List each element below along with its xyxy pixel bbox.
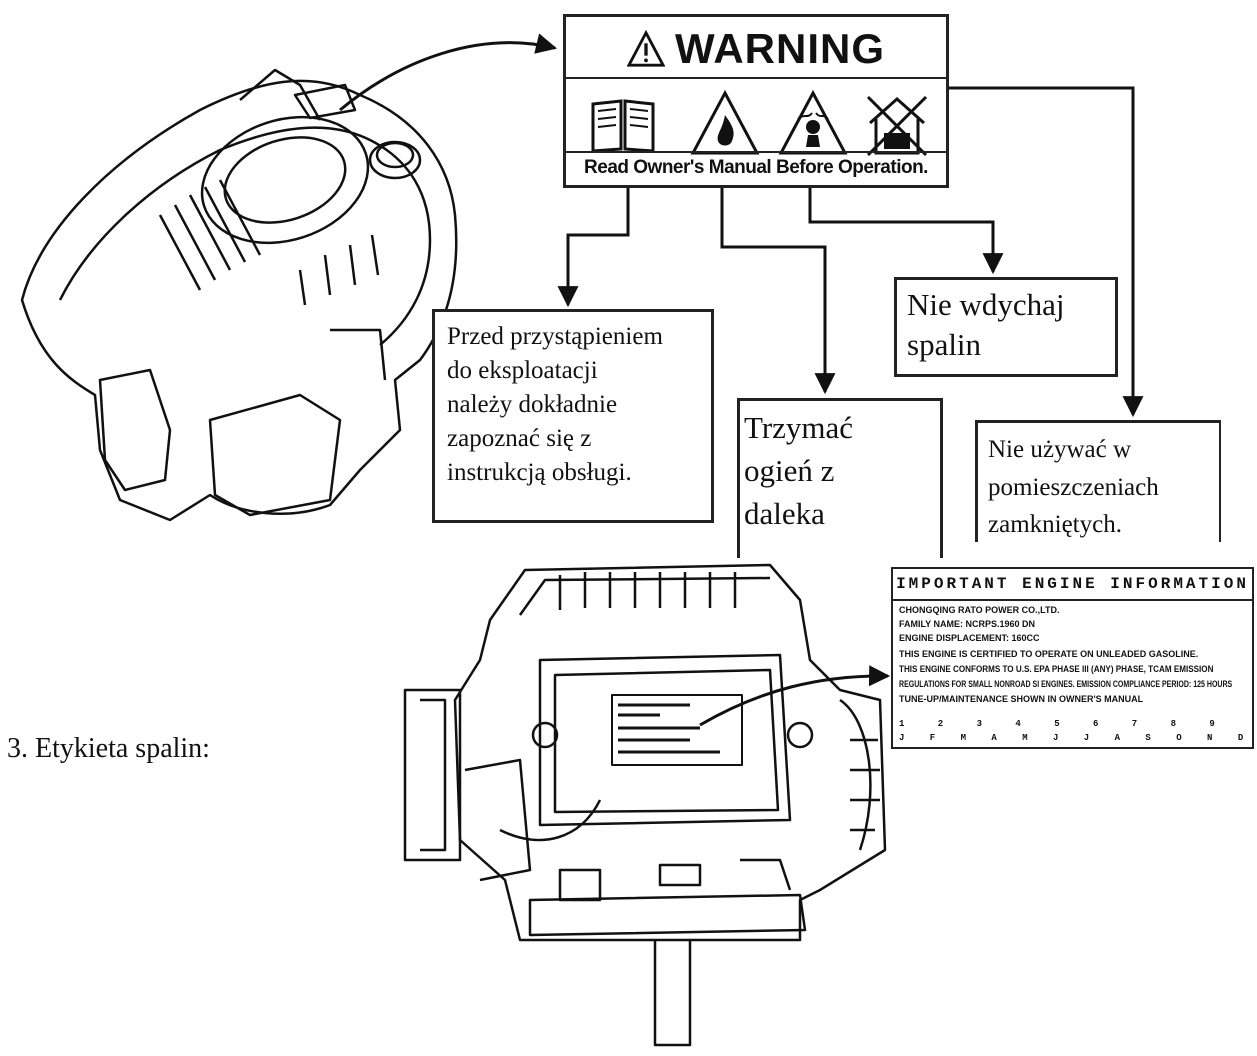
book-icon bbox=[591, 99, 655, 153]
engine-drawing bbox=[403, 563, 887, 1047]
engine-info-line: CHONGQING RATO POWER CO.,LTD. bbox=[899, 605, 1060, 615]
engine-info-title: IMPORTANT ENGINE INFORMATION bbox=[893, 569, 1252, 601]
callout-no-indoor: Nie używać w pomieszczeniach zamkniętych… bbox=[975, 420, 1221, 542]
engine-info-line: REGULATIONS FOR SMALL NONROAD SI ENGINES… bbox=[899, 679, 1233, 689]
callout-no-fumes: Nie wdychaj spalin bbox=[894, 277, 1118, 377]
engine-info-line: ENGINE DISPLACEMENT: 160CC bbox=[899, 633, 1040, 643]
section-caption: 3. Etykieta spalin: bbox=[7, 733, 210, 764]
engine-info-label: IMPORTANT ENGINE INFORMATION CHONGQING R… bbox=[891, 567, 1254, 749]
engine-info-line: TUNE-UP/MAINTENANCE SHOWN IN OWNER'S MAN… bbox=[899, 694, 1144, 704]
warning-label: WARNING Read Owner's Manual Before Opera… bbox=[563, 14, 949, 188]
engine-info-line: THIS ENGINE CONFORMS TO U.S. EPA PHASE I… bbox=[899, 664, 1214, 674]
engine-info-digits: 1 2 3 4 5 6 7 8 9 bbox=[899, 719, 1229, 729]
fumes-warning-icon bbox=[778, 89, 848, 155]
warning-footer: Read Owner's Manual Before Operation. bbox=[566, 151, 946, 183]
warning-title-text: WARNING bbox=[675, 25, 885, 72]
callout-no-fumes-text: Nie wdychaj spalin bbox=[907, 287, 1065, 363]
engine-info-letters: J F M A M J J A S O N D bbox=[899, 733, 1254, 743]
callout-read-manual-text: Przed przystąpieniem do eksploatacji nal… bbox=[447, 323, 663, 486]
engine-info-line: THIS ENGINE IS CERTIFIED TO OPERATE ON U… bbox=[899, 649, 1199, 659]
warning-triangle-icon bbox=[627, 30, 665, 67]
callout-keep-fire-away-text: Trzymać ogień z daleka bbox=[744, 410, 854, 531]
warning-title: WARNING bbox=[566, 21, 946, 79]
callout-read-manual: Przed przystąpieniem do eksploatacji nal… bbox=[432, 309, 714, 523]
no-indoor-use-icon bbox=[866, 95, 928, 157]
engine-info-line: FAMILY NAME: NCRPS.1960 DN bbox=[899, 619, 1036, 629]
mower-engine-drawing bbox=[20, 68, 458, 522]
fire-warning-icon bbox=[690, 89, 760, 155]
callout-keep-fire-away: Trzymać ogień z daleka bbox=[737, 398, 943, 558]
callout-no-indoor-text: Nie używać w pomieszczeniach zamkniętych… bbox=[988, 436, 1159, 538]
